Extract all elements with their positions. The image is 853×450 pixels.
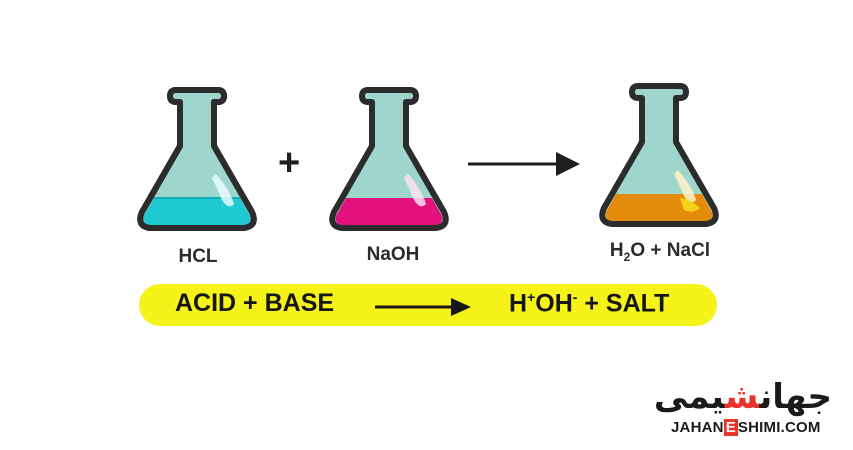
banner-base: BASE xyxy=(264,289,335,317)
site-e-box: E xyxy=(723,419,738,436)
logo-arabic-accent: ش xyxy=(724,377,760,417)
logo-arabic-end: یمی xyxy=(653,377,725,417)
banner-salt: + SALT xyxy=(577,289,670,318)
brand-logo-arabic: جهانشیمی xyxy=(654,376,832,418)
banner-arrow-icon xyxy=(375,298,471,316)
site-before: JAHAN xyxy=(671,419,724,436)
flask-hcl xyxy=(137,87,257,231)
product-label: H2O + NaCl xyxy=(590,240,730,264)
banner-plus-superscript: + xyxy=(527,289,536,305)
banner-acid: ACID + xyxy=(175,289,265,317)
site-after: SHIMI.COM xyxy=(737,419,821,436)
reactant-label-hcl: HCL xyxy=(178,246,218,267)
banner-minus-superscript: - xyxy=(572,289,578,305)
product-label-rest: O + NaCl xyxy=(630,240,711,261)
banner-oh: OH xyxy=(535,289,573,318)
flask-naoh xyxy=(329,87,449,231)
banner-h: H xyxy=(509,289,528,318)
banner-left-text: ACID + BASE xyxy=(175,289,334,318)
product-label-h: H xyxy=(609,240,624,261)
logo-arabic-main: جهان xyxy=(759,377,832,417)
plus-sign: + xyxy=(278,142,301,184)
summary-banner: ACID + BASE H+OH- + SALT xyxy=(139,284,717,326)
banner-right-text: H+OH- + SALT xyxy=(509,289,669,318)
flask-product xyxy=(599,83,719,227)
reaction-arrow-icon xyxy=(468,152,580,176)
product-label-subscript: 2 xyxy=(623,249,631,264)
reactant-label-naoh: NaOH xyxy=(366,244,420,265)
